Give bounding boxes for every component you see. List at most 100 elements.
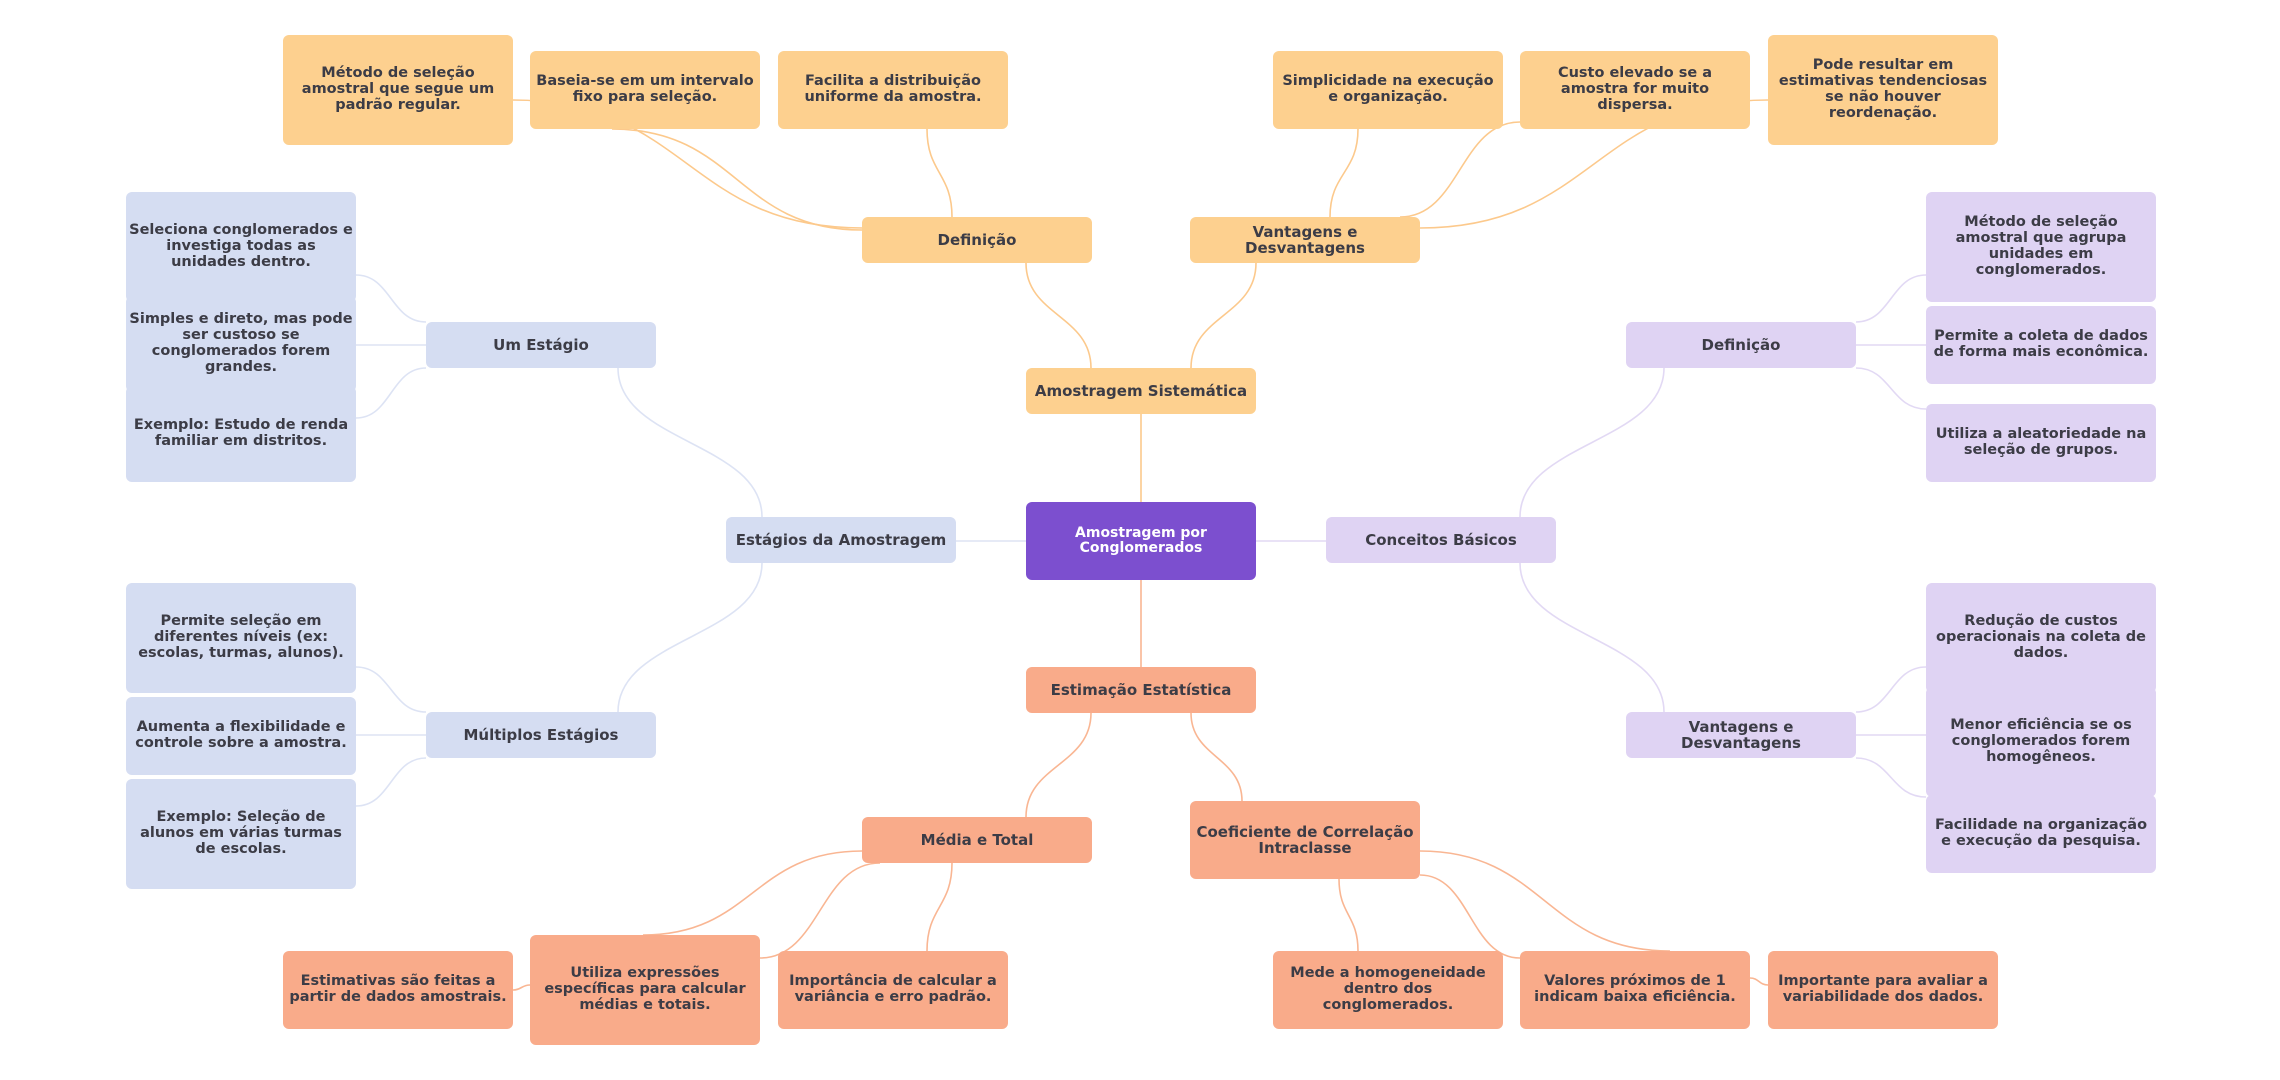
branch-label: Conceitos Básicos <box>1365 530 1517 549</box>
um-estagio-leaf-1[interactable]: Seleciona conglomerados e investiga toda… <box>126 192 356 302</box>
branch-estimacao-estatistica[interactable]: Estimação Estatística <box>1026 667 1256 713</box>
leaf-text: Facilidade na organização e execução da … <box>1934 817 2148 849</box>
branch-amostragem-sistematica[interactable]: Amostragem Sistemática <box>1026 368 1256 414</box>
estimacao-coeficiente-node[interactable]: Coeficiente de Correlação Intraclasse <box>1190 801 1420 879</box>
connector-line <box>1855 367 1927 410</box>
node-label: Múltiplos Estágios <box>463 725 619 744</box>
leaf-text: Método de seleção amostral que agrupa un… <box>1955 214 2127 278</box>
connector-line <box>1025 262 1092 369</box>
coeficiente-leaf-1[interactable]: Mede a homogeneidade dentro dos conglome… <box>1273 951 1503 1029</box>
leaf-text: Estimativas são feitas a partir de dados… <box>289 973 507 1005</box>
sistematica-definicao-leaf-3[interactable]: Facilita a distribuição uniforme da amos… <box>778 51 1008 129</box>
connector-line <box>1519 562 1665 713</box>
coeficiente-leaf-2[interactable]: Valores próximos de 1 indicam baixa efic… <box>1520 951 1750 1029</box>
coeficiente-leaf-3[interactable]: Importante para avaliar a variabilidade … <box>1768 951 1998 1029</box>
connector-line <box>1419 874 1521 959</box>
connector-line <box>759 862 881 959</box>
connector-line <box>926 862 953 952</box>
leaf-text: Custo elevado se a amostra for muito dis… <box>1557 65 1713 113</box>
sistematica-vantagens-node[interactable]: Vantagens e Desvantagens <box>1190 217 1420 263</box>
branch-label: Amostragem Sistemática <box>1034 381 1248 400</box>
sistematica-definicao-leaf-2[interactable]: Baseia-se em um intervalo fixo para sele… <box>530 51 760 129</box>
branch-estagios-da-amostragem[interactable]: Estágios da Amostragem <box>726 517 956 563</box>
connector-line <box>1855 757 1927 798</box>
media-leaf-1[interactable]: Estimativas são feitas a partir de dados… <box>283 951 513 1029</box>
sistematica-vantagens-leaf-3[interactable]: Pode resultar em estimativas tendenciosa… <box>1768 35 1998 145</box>
leaf-text: Mede a homogeneidade dentro dos conglome… <box>1290 965 1486 1013</box>
branch-conceitos-basicos[interactable]: Conceitos Básicos <box>1326 517 1556 563</box>
leaf-text: Exemplo: Seleção de alunos em várias tur… <box>140 809 342 857</box>
connector-line <box>355 666 427 713</box>
leaf-text: Utiliza expressões específicas para calc… <box>544 965 746 1013</box>
conceitos-vantagens-leaf-2[interactable]: Menor eficiência se os conglomerados for… <box>1926 687 2156 797</box>
connector-line <box>1855 274 1927 323</box>
leaf-text: Exemplo: Estudo de renda familiar em dis… <box>133 417 349 449</box>
leaf-text: Seleciona conglomerados e investiga toda… <box>129 222 353 270</box>
branch-label: Estimação Estatística <box>1050 680 1232 699</box>
multiplos-leaf-3[interactable]: Exemplo: Seleção de alunos em várias tur… <box>126 779 356 889</box>
conceitos-definicao-leaf-3[interactable]: Utiliza a aleatoriedade na seleção de gr… <box>1926 404 2156 482</box>
estagios-um-estagio-node[interactable]: Um Estágio <box>426 322 656 368</box>
root-node[interactable]: Amostragem por Conglomerados <box>1026 502 1256 580</box>
conceitos-definicao-leaf-1[interactable]: Método de seleção amostral que agrupa un… <box>1926 192 2156 302</box>
estagios-multiplos-node[interactable]: Múltiplos Estágios <box>426 712 656 758</box>
connector-line <box>1190 712 1243 802</box>
leaf-text: Importância de calcular a variância e er… <box>789 973 997 1005</box>
conceitos-vantagens-node[interactable]: Vantagens e Desvantagens <box>1626 712 1856 758</box>
conceitos-definicao-leaf-2[interactable]: Permite a coleta de dados de forma mais … <box>1926 306 2156 384</box>
connector-line <box>1419 850 1671 952</box>
leaf-text: Permite a coleta de dados de forma mais … <box>1933 328 2149 360</box>
connector-line <box>617 367 763 518</box>
node-label: Média e Total <box>920 830 1034 849</box>
connector-line <box>926 128 953 218</box>
sistematica-definicao-node[interactable]: Definição <box>862 217 1092 263</box>
node-label: Vantagens e Desvantagens <box>1681 717 1801 752</box>
leaf-text: Simplicidade na execução e organização. <box>1282 73 1494 105</box>
connector-line <box>1025 712 1092 818</box>
leaf-text: Permite seleção em diferentes níveis (ex… <box>138 613 344 661</box>
leaf-text: Aumenta a flexibilidade e controle sobre… <box>135 719 347 751</box>
sistematica-definicao-leaf-1[interactable]: Método de seleção amostral que segue um … <box>283 35 513 145</box>
leaf-text: Importante para avaliar a variabilidade … <box>1778 973 1988 1005</box>
connector-line <box>355 757 427 807</box>
node-label: Vantagens e Desvantagens <box>1245 222 1365 257</box>
um-estagio-leaf-3[interactable]: Exemplo: Estudo de renda familiar em dis… <box>126 386 356 482</box>
leaf-text: Simples e direto, mas pode ser custoso s… <box>129 311 353 375</box>
connector-line <box>1855 666 1927 713</box>
node-label: Definição <box>1701 335 1781 354</box>
leaf-text: Facilita a distribuição uniforme da amos… <box>804 73 982 105</box>
branch-label: Estágios da Amostragem <box>735 530 947 549</box>
root-label: Amostragem por Conglomerados <box>1075 524 1207 556</box>
leaf-text: Baseia-se em um intervalo fixo para sele… <box>536 73 754 105</box>
conceitos-vantagens-leaf-1[interactable]: Redução de custos operacionais na coleta… <box>1926 583 2156 693</box>
connector-line <box>611 128 863 231</box>
media-leaf-3[interactable]: Importância de calcular a variância e er… <box>778 951 1008 1029</box>
leaf-text: Utiliza a aleatoriedade na seleção de gr… <box>1935 426 2147 458</box>
connector-line <box>1190 262 1257 369</box>
node-label: Coeficiente de Correlação Intraclasse <box>1196 822 1414 857</box>
leaf-text: Pode resultar em estimativas tendenciosa… <box>1778 57 1988 121</box>
connector-line <box>617 562 763 713</box>
leaf-text: Redução de custos operacionais na coleta… <box>1936 613 2146 661</box>
connector-line <box>512 984 531 991</box>
node-label: Um Estágio <box>493 335 589 354</box>
connector-line <box>355 367 427 419</box>
leaf-text: Valores próximos de 1 indicam baixa efic… <box>1534 973 1736 1005</box>
um-estagio-leaf-2[interactable]: Simples e direto, mas pode ser custoso s… <box>126 296 356 392</box>
leaf-text: Método de seleção amostral que segue um … <box>301 65 495 113</box>
connector-line <box>1338 878 1359 952</box>
connector-line <box>1399 121 1521 218</box>
media-leaf-2[interactable]: Utiliza expressões específicas para calc… <box>530 935 760 1045</box>
multiplos-leaf-2[interactable]: Aumenta a flexibilidade e controle sobre… <box>126 697 356 775</box>
node-label: Definição <box>937 230 1017 249</box>
sistematica-vantagens-leaf-1[interactable]: Simplicidade na execução e organização. <box>1273 51 1503 129</box>
estimacao-media-node[interactable]: Média e Total <box>862 817 1092 863</box>
connector-line <box>642 850 863 936</box>
conceitos-definicao-node[interactable]: Definição <box>1626 322 1856 368</box>
conceitos-vantagens-leaf-3[interactable]: Facilidade na organização e execução da … <box>1926 795 2156 873</box>
multiplos-leaf-1[interactable]: Permite seleção em diferentes níveis (ex… <box>126 583 356 693</box>
sistematica-vantagens-leaf-2[interactable]: Custo elevado se a amostra for muito dis… <box>1520 51 1750 129</box>
leaf-text: Menor eficiência se os conglomerados for… <box>1950 717 2132 765</box>
